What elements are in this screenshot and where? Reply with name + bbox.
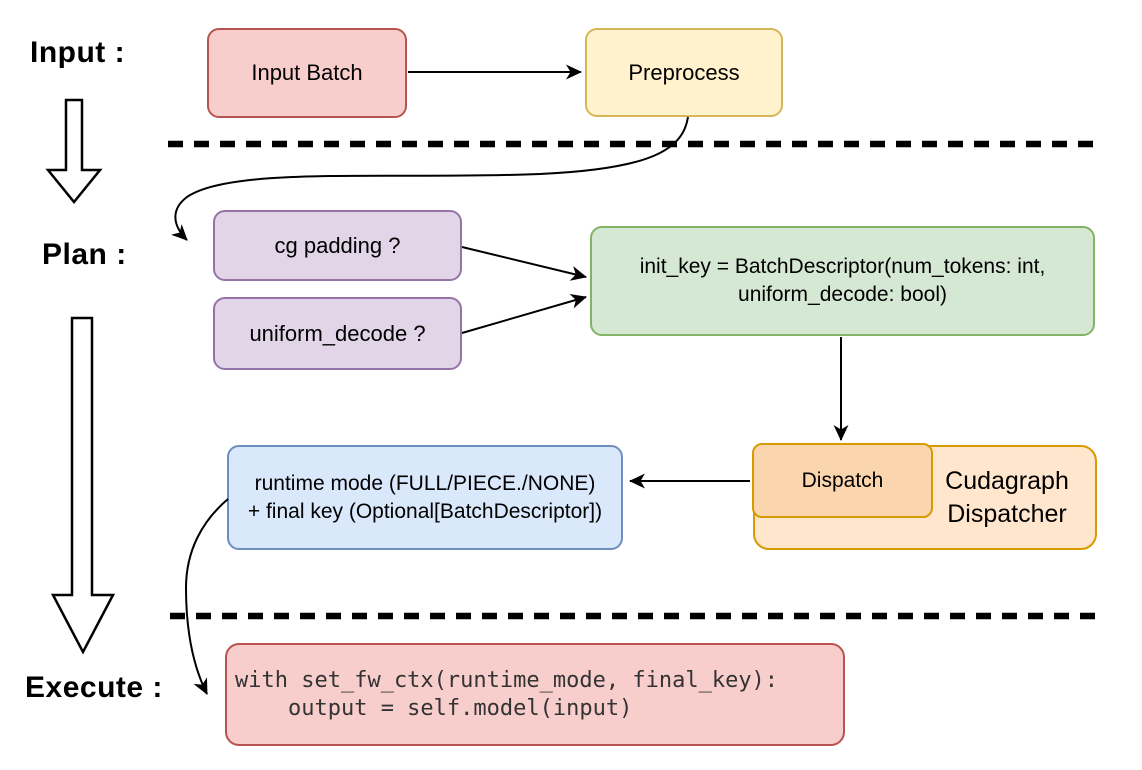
stage-label-execute: Execute : [25,671,163,704]
preprocess-node: Preprocess [585,28,783,117]
input-batch-label: Input Batch [251,60,363,86]
runtime-mode-line2: + final key (Optional[BatchDescriptor]) [247,499,603,523]
preprocess-label: Preprocess [628,59,740,85]
cudagraph-dispatcher-label: Cudagraph Dispatcher [945,467,1069,528]
input-flow-arrow [45,98,103,204]
cg-padding-node: cg padding ? [213,210,462,281]
uniform-decode-label: uniform_decode ? [249,320,426,346]
runtime-mode-line1: runtime mode (FULL/PIECE./NONE) [254,471,596,495]
uniform-decode-node: uniform_decode ? [213,297,462,370]
arrow-cg-padding-to-init-key [461,246,587,281]
arrow-uniform-decode-to-init-key [461,293,587,334]
execute-code-line1: with set_fw_ctx(runtime_mode, final_key)… [235,667,779,693]
dispatch-label: Dispatch [801,468,884,492]
dispatch-node: Dispatch [752,443,933,518]
input-batch-node: Input Batch [207,28,407,118]
stage-label-input: Input : [30,36,126,69]
execute-code-node: with set_fw_ctx(runtime_mode, final_key)… [225,643,845,746]
runtime-mode-node: runtime mode (FULL/PIECE./NONE) + final … [227,445,623,550]
plan-flow-arrow [50,316,116,655]
arrow-runtime-mode-to-execute-code [184,498,229,695]
init-key-line1: init_key = BatchDescriptor(num_tokens: i… [639,255,1046,279]
cg-padding-label: cg padding ? [274,232,401,258]
execute-code-line2: output = self.model(input) [235,695,633,721]
stage-label-plan: Plan : [42,238,127,271]
init-key-node: init_key = BatchDescriptor(num_tokens: i… [590,226,1095,336]
init-key-line2: uniform_decode: bool) [738,283,947,306]
